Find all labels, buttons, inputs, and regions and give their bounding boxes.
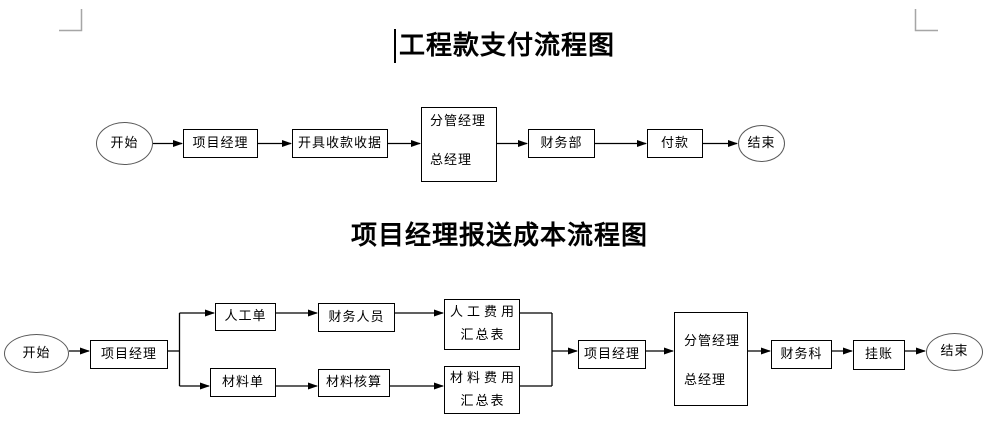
node-label: 结束 — [940, 344, 969, 359]
flow2-node-material-sheet: 材料单 — [210, 368, 276, 397]
node-label: 总经理 — [430, 153, 473, 168]
margin-corner-mark-topleft-icon — [59, 9, 83, 32]
flow2-title: 项目经理报送成本流程图 — [351, 221, 649, 251]
node-label: 材料单 — [221, 374, 264, 390]
node-label: 人工单 — [224, 309, 267, 324]
node-label: 结束 — [747, 135, 776, 151]
node-label: 挂账 — [864, 347, 893, 362]
node-label: 项目经理 — [192, 135, 249, 151]
flow2-node-labor-cost-summary: 人工费用 汇总表 — [444, 299, 520, 350]
node-label: 材料费用 — [449, 370, 518, 386]
flow1-title: 工程款支付流程图 — [399, 31, 616, 61]
flow1-node-approver: 分管经理 总经理 — [421, 107, 497, 182]
node-label: 开始 — [22, 345, 51, 361]
node-label: 财务科 — [780, 346, 823, 362]
flow2-node-project-manager-1: 项目经理 — [90, 340, 168, 369]
node-label: 财务部 — [540, 135, 583, 151]
node-label: 材料核算 — [325, 375, 382, 390]
flow1-node-issue-receipt: 开具收款收据 — [292, 129, 388, 158]
flow2-node-book-entry: 挂账 — [853, 340, 905, 370]
flow1-node-pay: 付款 — [647, 129, 703, 158]
node-label: 项目经理 — [583, 346, 640, 362]
node-label: 分管经理 — [430, 114, 487, 129]
flow2-node-material-accounting: 材料核算 — [318, 369, 390, 397]
flow2-node-finance-staff: 财务人员 — [318, 303, 395, 332]
flow2-connectors — [69, 309, 926, 390]
node-label: 分管经理 — [684, 334, 741, 349]
node-label: 汇总表 — [460, 393, 506, 409]
flow2-node-start: 开始 — [4, 334, 69, 373]
flow1-node-end: 结束 — [738, 125, 785, 162]
margin-corner-mark-topright-icon — [914, 9, 938, 32]
node-label: 付款 — [660, 135, 689, 151]
flow2-node-finance-section: 财务科 — [771, 340, 832, 369]
flow2-node-project-manager-2: 项目经理 — [578, 340, 646, 369]
flow2-node-end: 结束 — [926, 333, 983, 371]
flow2-node-labor-sheet: 人工单 — [215, 303, 276, 331]
flow1-node-project-manager: 项目经理 — [183, 129, 258, 158]
node-label: 人工费用 — [449, 305, 518, 320]
node-label: 项目经理 — [100, 346, 157, 362]
flow2-node-approver: 分管经理 总经理 — [674, 312, 748, 406]
flow1-node-start: 开始 — [96, 122, 153, 165]
text-cursor — [394, 29, 396, 63]
flow1-node-finance-dept: 财务部 — [528, 129, 595, 158]
node-label: 开始 — [110, 135, 139, 151]
flow2-node-material-cost-summary: 材料费用 汇总表 — [444, 366, 520, 414]
node-label: 汇总表 — [460, 328, 506, 343]
node-label: 开具收款收据 — [297, 135, 382, 151]
node-label: 总经理 — [684, 373, 727, 388]
node-label: 财务人员 — [328, 309, 385, 325]
